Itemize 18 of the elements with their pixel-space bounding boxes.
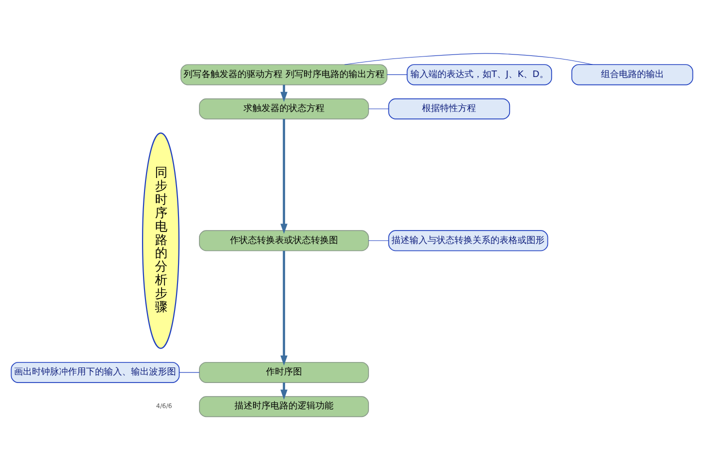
- node-box: 根据特性方程: [388, 98, 510, 120]
- node-box: 描述时序电路的逻辑功能: [198, 396, 368, 418]
- node-box: 输入端的表达式，如T、J、K、D。: [406, 64, 552, 86]
- node-box: 作时序图: [198, 362, 368, 383]
- arrow: [280, 250, 287, 366]
- arrow: [280, 119, 287, 234]
- connector: [178, 372, 200, 373]
- node-box: 描述输入与状态转换关系的表格或图形: [388, 230, 548, 252]
- node-box: 求触发器的状态方程: [198, 98, 368, 120]
- node-box: 组合电路的输出: [570, 64, 693, 86]
- node-ellipse: 同步时序电路的分析步骤: [142, 132, 180, 349]
- connector: [344, 53, 593, 65]
- connector: [368, 108, 388, 110]
- node-box: 画出时钟脉冲作用下的输入、输出波形图: [10, 362, 180, 383]
- connector: [386, 74, 407, 75]
- node-box: 作状态转换表或状态转换图: [198, 230, 368, 252]
- node-box: 列写各触发器的驱动方程 列写时序电路的输出方程: [180, 64, 387, 86]
- connector: [368, 240, 388, 241]
